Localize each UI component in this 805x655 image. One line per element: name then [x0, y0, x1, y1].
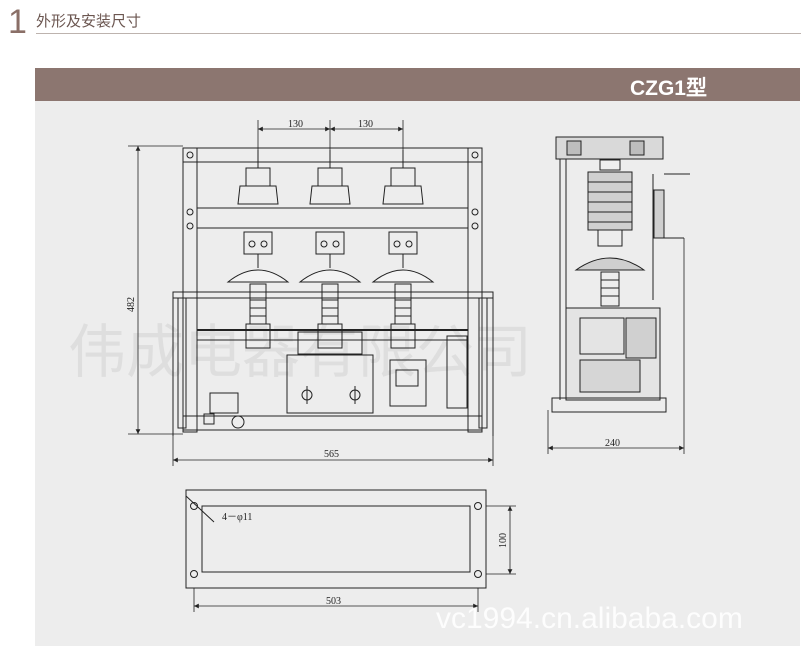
section-title: 外形及安装尺寸	[36, 12, 142, 30]
model-banner	[35, 68, 800, 101]
dim-mount-depth: 100	[498, 533, 509, 548]
mount-dimensions	[193, 505, 516, 612]
section-number: 1	[8, 3, 27, 41]
dim-spacing-right: 130	[358, 119, 373, 130]
side-view	[551, 136, 690, 413]
front-view	[172, 147, 494, 436]
dim-side-depth: 240	[605, 438, 620, 449]
mounting-plan	[185, 489, 487, 589]
watermark-site: vc1994.cn.alibaba.com	[436, 602, 743, 635]
dim-spacing-left: 130	[288, 119, 303, 130]
dim-front-height: 482	[126, 297, 137, 312]
pole-assemblies	[226, 150, 435, 349]
drawing-panel	[35, 68, 800, 646]
dim-mount-holes: 4－φ11	[222, 512, 252, 523]
dim-front-width: 565	[324, 449, 339, 460]
model-label: CZG1型	[629, 77, 707, 100]
section-divider	[36, 33, 801, 34]
front-dimensions	[128, 120, 494, 466]
side-dimensions	[547, 238, 685, 454]
dim-mount-width: 503	[326, 596, 341, 607]
